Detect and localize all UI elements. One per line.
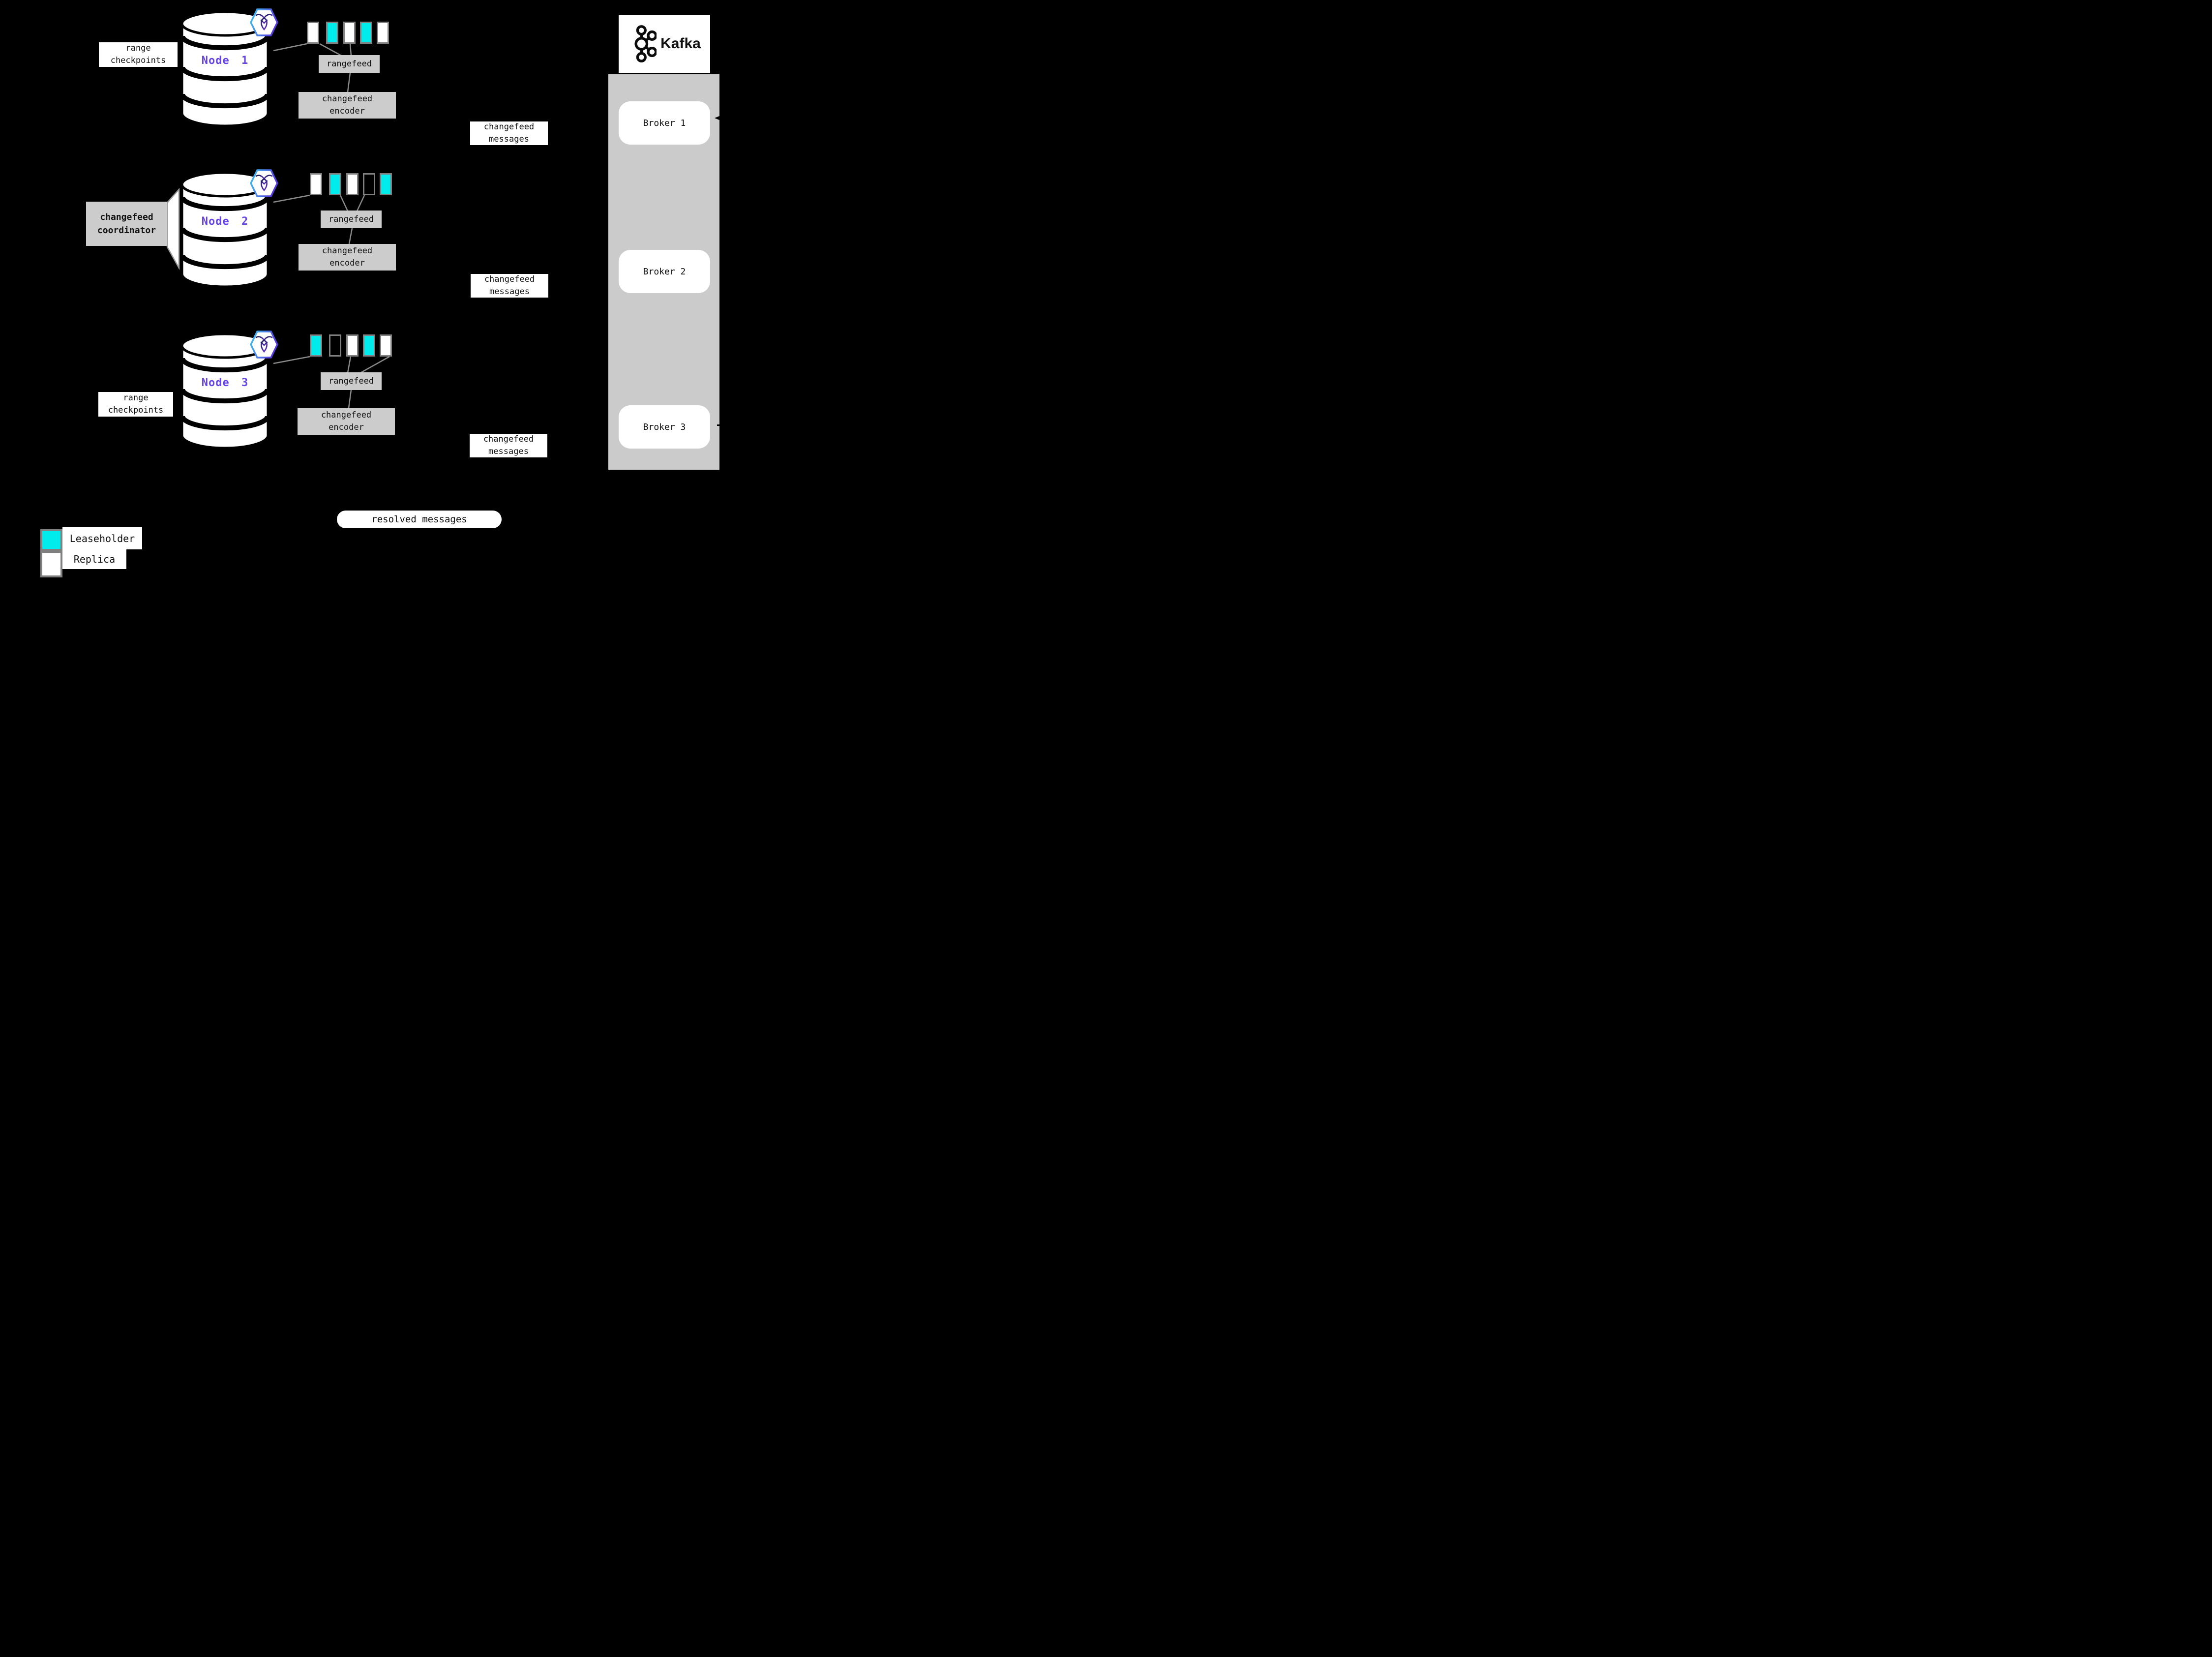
encoder-label-line1: changefeed	[322, 246, 373, 256]
node-2-ranges	[310, 173, 393, 195]
kafka-icon	[634, 25, 657, 62]
database-cylinder-icon	[180, 10, 270, 127]
broker-2-label: Broker 2	[643, 266, 686, 277]
legend-replica-swatch	[40, 551, 62, 577]
changefeed-coordinator-box: changefeed coordinator	[86, 202, 167, 246]
range-box	[377, 22, 389, 44]
messages-label-line1: changefeed	[483, 434, 534, 445]
rangefeed-label: rangefeed	[328, 214, 374, 224]
encoder-label-line2: encoder	[329, 106, 365, 116]
changefeed-encoder-box: changefeed encoder	[299, 244, 396, 271]
cockroachdb-icon	[250, 331, 278, 359]
changefeed-messages-label: changefeed messages	[470, 121, 548, 145]
range-box	[363, 173, 375, 195]
coordinator-label-line2: coordinator	[97, 225, 156, 236]
coordinator-flag-shape	[166, 188, 180, 270]
range-box	[363, 334, 375, 357]
changefeed-messages-label: changefeed messages	[470, 434, 547, 457]
range-box	[310, 173, 322, 195]
node-2-label: Node 2	[201, 215, 249, 228]
range-checkpoints-line2: checkpoints	[108, 405, 164, 415]
rangefeed-box: rangefeed	[321, 211, 382, 228]
encoder-label-line1: changefeed	[321, 410, 372, 421]
rangefeed-box: rangefeed	[321, 372, 382, 390]
rangefeed-box: rangefeed	[319, 55, 380, 73]
resolved-messages-label: resolved messages	[371, 514, 467, 525]
broker-3-label: Broker 3	[643, 422, 686, 432]
broker-1-label: Broker 1	[643, 118, 686, 128]
range-checkpoints-label: range checkpoints	[99, 42, 178, 67]
connector-lines	[273, 43, 390, 409]
broker-2: Broker 2	[619, 250, 710, 293]
encoder-label-line2: encoder	[329, 422, 364, 432]
range-box	[326, 22, 338, 44]
arrowhead-icon	[715, 116, 720, 121]
messages-label-line2: messages	[488, 447, 529, 456]
legend-replica-label: Replica	[62, 549, 126, 569]
range-box	[346, 334, 359, 357]
cockroachdb-icon	[250, 8, 278, 36]
range-checkpoints-label: range checkpoints	[98, 392, 173, 417]
encoder-label-line1: changefeed	[322, 94, 373, 104]
range-checkpoints-line2: checkpoints	[110, 56, 166, 65]
range-box	[380, 334, 392, 357]
node-3-ranges	[310, 334, 393, 357]
range-box	[310, 334, 322, 357]
range-box	[360, 22, 372, 44]
range-box	[329, 173, 341, 195]
range-box	[329, 334, 341, 357]
coordinator-label-line1: changefeed	[100, 212, 153, 222]
rangefeed-label: rangefeed	[326, 59, 372, 69]
database-cylinder-icon	[180, 332, 270, 450]
range-box	[380, 173, 392, 195]
broker-3: Broker 3	[619, 405, 710, 449]
changefeed-messages-label: changefeed messages	[471, 274, 548, 298]
messages-label-line2: messages	[489, 134, 529, 144]
kafka-logo-box: Kafka	[619, 15, 710, 73]
range-box	[346, 173, 359, 195]
legend-leaseholder-text: Leaseholder	[69, 532, 135, 544]
range-box	[307, 22, 319, 44]
legend-leaseholder-label: Leaseholder	[62, 527, 142, 549]
changefeed-encoder-box: changefeed encoder	[298, 408, 395, 435]
cockroachdb-icon	[250, 169, 278, 197]
arrow-fragment	[717, 424, 721, 426]
range-checkpoints-line1: range	[123, 393, 149, 403]
messages-label-line1: changefeed	[483, 122, 535, 132]
database-cylinder-icon	[180, 171, 270, 288]
node-3-label: Node 3	[201, 377, 249, 389]
range-box	[343, 22, 356, 44]
range-checkpoints-line1: range	[125, 43, 151, 54]
node-3-group: Node 3	[179, 331, 270, 450]
node-1-label: Node 1	[201, 55, 249, 67]
node-1-group: Node 1	[179, 9, 270, 128]
kafka-title: Kafka	[660, 35, 701, 52]
resolved-messages-pill: resolved messages	[337, 511, 502, 528]
legend-leaseholder-swatch	[40, 529, 62, 551]
legend-replica-text: Replica	[73, 553, 116, 565]
node-1-ranges	[307, 22, 390, 44]
changefeed-architecture-diagram: Node 1 Node 2 Node 3	[0, 0, 771, 577]
messages-label-line2: messages	[489, 287, 530, 297]
node-2-group: Node 2	[179, 170, 270, 289]
messages-label-line1: changefeed	[484, 274, 535, 285]
kafka-brokers-panel: Broker 1 Broker 2 Broker 3	[608, 74, 719, 470]
broker-1: Broker 1	[619, 101, 710, 145]
encoder-label-line2: encoder	[329, 258, 365, 268]
changefeed-encoder-box: changefeed encoder	[299, 92, 396, 119]
rangefeed-label: rangefeed	[328, 376, 374, 386]
